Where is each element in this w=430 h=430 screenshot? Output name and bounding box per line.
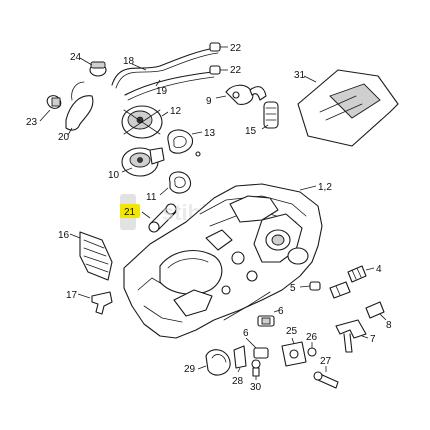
part-13-gasket[interactable] — [167, 129, 203, 157]
label-22-lower: 22 — [230, 65, 242, 76]
part-28-bracket[interactable] — [233, 345, 247, 373]
label-31: 31 — [294, 70, 306, 81]
part-7-lever[interactable] — [335, 319, 369, 353]
label-27: 27 — [320, 356, 332, 367]
part-12-pump-assembly[interactable] — [121, 105, 169, 139]
part-25-mount[interactable] — [281, 337, 307, 367]
part-23-clip[interactable] — [39, 95, 62, 122]
label-17: 17 — [66, 290, 78, 301]
part-9-elbow[interactable] — [215, 84, 267, 105]
part-15-fuel-filter[interactable] — [261, 101, 279, 130]
part-8-stud[interactable] — [329, 281, 387, 321]
label-16: 16 — [58, 230, 70, 241]
part-22-fitting-lower[interactable] — [209, 65, 228, 75]
label-13: 13 — [204, 128, 216, 139]
part-4-stud[interactable] — [347, 265, 375, 283]
label-10: 10 — [108, 170, 120, 181]
label-22-upper: 22 — [230, 43, 242, 54]
label-11: 11 — [146, 192, 157, 203]
label-1-2: 1,2 — [318, 182, 332, 193]
part-5-sleeve[interactable] — [299, 281, 321, 291]
part-6-buffer-lower[interactable] — [245, 337, 269, 359]
part-18-19-hose[interactable] — [111, 47, 219, 101]
label-21: 21 — [124, 207, 136, 218]
part-21-manifold[interactable] — [141, 203, 177, 233]
part-1-2-crankcase[interactable] — [123, 183, 323, 339]
label-30: 30 — [250, 382, 262, 393]
label-8: 8 — [386, 320, 392, 331]
label-9: 9 — [206, 96, 212, 107]
part-6-buffer-upper[interactable] — [257, 309, 281, 327]
label-4: 4 — [376, 264, 382, 275]
part-31-cover[interactable] — [297, 69, 399, 147]
label-26: 26 — [306, 332, 318, 343]
part-29-gasket[interactable] — [197, 349, 231, 376]
label-19: 19 — [156, 86, 168, 97]
part-20-bracket[interactable] — [65, 81, 94, 136]
label-18: 18 — [123, 56, 135, 67]
part-17-clip[interactable] — [77, 291, 113, 315]
label-25: 25 — [286, 326, 298, 337]
label-5: 5 — [290, 283, 296, 294]
label-12: 12 — [170, 106, 182, 117]
label-20: 20 — [58, 132, 70, 143]
part-24-cap[interactable] — [79, 57, 107, 77]
label-21-highlight — [120, 204, 140, 218]
part-11-ring[interactable] — [159, 171, 192, 196]
part-30-screw[interactable] — [251, 359, 261, 380]
part-27-screw[interactable] — [313, 366, 339, 389]
part-26-screw[interactable] — [307, 342, 317, 357]
label-6-lower: 6 — [243, 328, 249, 339]
label-7: 7 — [370, 334, 376, 345]
label-29: 29 — [184, 364, 196, 375]
label-28: 28 — [232, 376, 244, 387]
part-10-carburetor[interactable] — [121, 147, 165, 177]
label-15: 15 — [245, 126, 257, 137]
part-22-fitting-upper[interactable] — [209, 42, 228, 52]
label-6-upper: 6 — [278, 306, 284, 317]
part-16-grille[interactable] — [69, 231, 113, 281]
label-23: 23 — [26, 117, 38, 128]
label-24: 24 — [70, 52, 82, 63]
